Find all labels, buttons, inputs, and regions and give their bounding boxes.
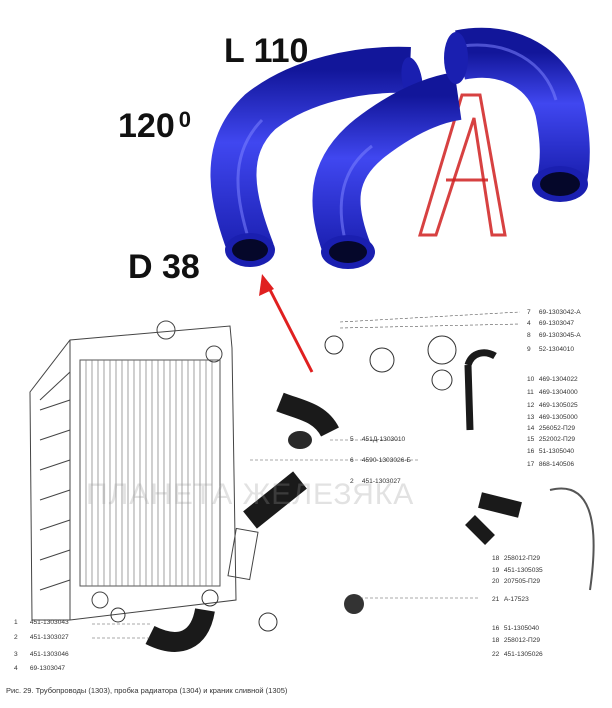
hose-right — [444, 27, 590, 202]
callout-row: 3 451-1303046 — [14, 651, 69, 658]
callout-number: 1 — [14, 619, 18, 626]
callout-row: 20 207505-П29 — [492, 578, 540, 585]
radiator-drawing — [29, 320, 237, 621]
callout-row: 6 4590-1303026-Б — [350, 457, 411, 464]
callout-code: 258012-П29 — [502, 637, 541, 644]
callout-number: 8 — [527, 332, 531, 339]
callout-row: 5 451Д-1303010 — [350, 436, 405, 443]
callout-code: 51-1305040 — [537, 448, 575, 455]
callout-row: 7 69-1303042-А — [527, 309, 581, 316]
callout-number: 9 — [527, 346, 531, 353]
callout-row: 14 256052-П29 — [527, 425, 575, 432]
callout-code: 451-1305026 — [502, 651, 543, 658]
callout-row: 17 868-140506 — [527, 461, 574, 468]
callout-code: 4590-1303026-Б — [360, 457, 411, 464]
callout-code: 256052-П29 — [537, 425, 576, 432]
callout-row: 9 52-1304010 — [527, 346, 574, 353]
callout-code: 69-1303047 — [28, 665, 66, 672]
callout-number: 21 — [492, 596, 500, 603]
callout-code: 69-1303047 — [537, 320, 575, 327]
callout-number: 19 — [492, 567, 500, 574]
angle-degree-mark: 0 — [178, 107, 191, 132]
callout-code: 451-1303027 — [28, 634, 69, 641]
callout-number: 14 — [527, 425, 535, 432]
watermark: ПЛАНЕТА ЖЕЛЕЗЯКА — [86, 478, 415, 511]
callout-code: 51-1305040 — [502, 625, 540, 632]
diameter-dimension: D 38 — [128, 248, 200, 286]
callout-code: 451-1303046 — [28, 651, 69, 658]
callout-code: А-17523 — [502, 596, 529, 603]
callout-row: 13 469-1305000 — [527, 414, 578, 421]
callout-code: 469-1304000 — [537, 389, 578, 396]
callout-row: 21 А-17523 — [492, 596, 529, 603]
callout-number: 20 — [492, 578, 500, 585]
callout-code: 52-1304010 — [537, 346, 575, 353]
angle-value: 120 — [118, 107, 175, 145]
callout-number: 16 — [527, 448, 535, 455]
callout-number: 22 — [492, 651, 500, 658]
callout-row: 18 258012-П29 — [492, 637, 540, 644]
callout-number: 12 — [527, 402, 535, 409]
callout-number: 18 — [492, 637, 500, 644]
callout-number: 15 — [527, 436, 535, 443]
callout-number: 18 — [492, 555, 500, 562]
callout-row: 10 469-1304022 — [527, 376, 578, 383]
callout-number: 4 — [14, 665, 18, 672]
callout-row: 4 69-1303047 — [527, 320, 574, 327]
callout-code: 258012-П29 — [502, 555, 541, 562]
callout-row: 8 69-1303045-А — [527, 332, 581, 339]
callout-row: 22 451-1305026 — [492, 651, 543, 658]
callout-number: 4 — [527, 320, 531, 327]
callout-code: 451-1305035 — [502, 567, 543, 574]
callout-number: 2 — [350, 478, 354, 485]
pointer-arrow — [259, 274, 314, 373]
callout-row: 1 451-1303043 — [14, 619, 69, 626]
length-dimension: L 110 — [224, 32, 309, 70]
callout-number: 16 — [492, 625, 500, 632]
callout-row: 19 451-1305035 — [492, 567, 543, 574]
callout-row: 16 51-1305040 — [492, 625, 539, 632]
callout-number: 3 — [14, 651, 18, 658]
callout-code: 469-1305000 — [537, 414, 578, 421]
callout-row: 12 469-1305025 — [527, 402, 578, 409]
callout-code: 451-1303027 — [360, 478, 401, 485]
callout-row: 18 258012-П29 — [492, 555, 540, 562]
callout-row: 11 469-1304000 — [527, 389, 578, 396]
callout-code: 207505-П29 — [502, 578, 541, 585]
callout-row: 4 69-1303047 — [14, 665, 65, 672]
callout-number: 2 — [14, 634, 18, 641]
callout-row: 2 451-1303027 — [350, 478, 401, 485]
callout-number: 6 — [350, 457, 354, 464]
callout-code: 868-140506 — [537, 461, 575, 468]
brand-logo — [417, 93, 507, 237]
callout-number: 7 — [527, 309, 531, 316]
callout-code: 469-1304022 — [537, 376, 578, 383]
callout-number: 13 — [527, 414, 535, 421]
callout-number: 17 — [527, 461, 535, 468]
callout-number: 10 — [527, 376, 535, 383]
callout-code: 252002-П29 — [537, 436, 576, 443]
callout-number: 5 — [350, 436, 354, 443]
hose-middle — [312, 72, 463, 269]
drawing-hoses — [110, 335, 595, 652]
callout-code: 469-1305025 — [537, 402, 578, 409]
callout-code: 69-1303042-А — [537, 309, 581, 316]
callout-row: 2 451-1303027 — [14, 634, 69, 641]
callout-row: 16 51-1305040 — [527, 448, 574, 455]
leader-lines — [90, 311, 521, 639]
callout-row: 15 252002-П29 — [527, 436, 575, 443]
figure-caption: Рис. 29. Трубопроводы (1303), пробка рад… — [6, 686, 288, 695]
callout-number: 11 — [527, 389, 534, 396]
callout-code: 451-1303043 — [28, 619, 69, 626]
callout-code: 69-1303045-А — [537, 332, 581, 339]
callout-code: 451Д-1303010 — [360, 436, 406, 443]
